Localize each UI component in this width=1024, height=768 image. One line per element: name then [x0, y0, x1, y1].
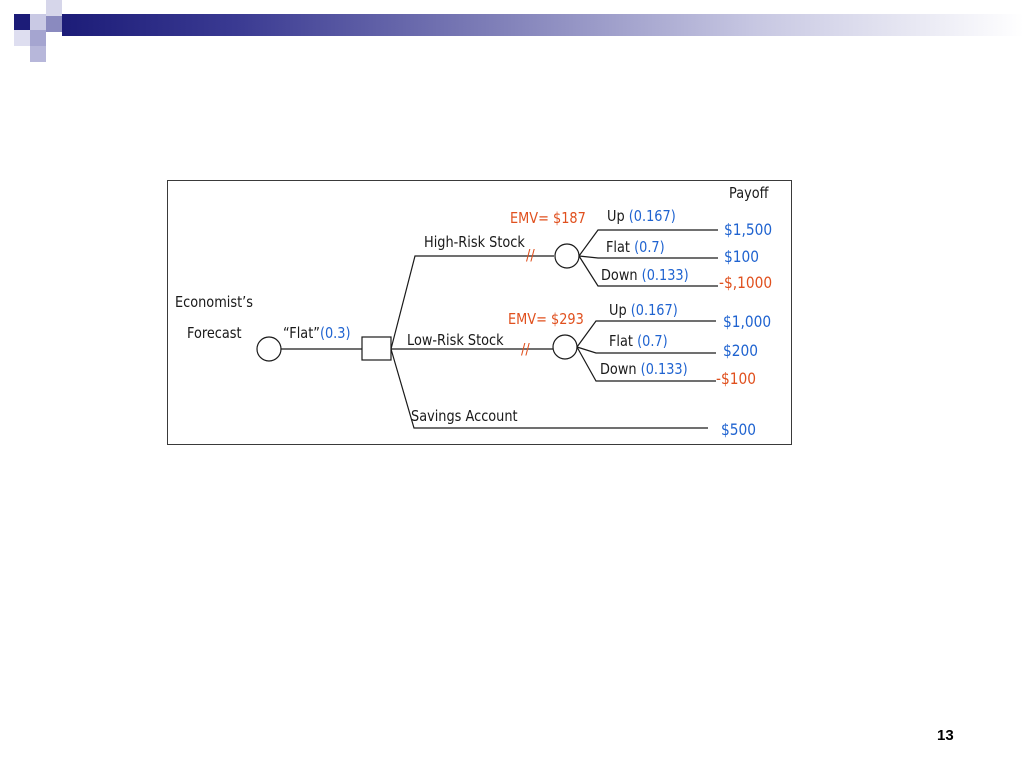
forecast-label: “Flat”: [283, 324, 320, 342]
low-risk-up-line: [576, 320, 716, 348]
low-risk-chance-node: [552, 334, 578, 360]
high-risk-down-line: [578, 255, 718, 287]
alt-high-risk-label: High-Risk Stock: [424, 233, 525, 251]
high-risk-payoff-flat: $100: [724, 247, 760, 266]
outcome-label: Flat: [609, 332, 633, 350]
forecast-branch-label: “Flat”(0.3): [283, 324, 351, 342]
decision-node: [361, 336, 392, 361]
high-risk-outcome-down: Down (0.133): [601, 266, 689, 284]
high-risk-payoff-down: -$,1000: [719, 273, 773, 292]
deco-square: [46, 0, 62, 16]
low-risk-pruned-mark: //: [521, 340, 530, 358]
high-risk-chance-node: [554, 243, 580, 269]
high-risk-payoff-up: $1,500: [724, 220, 773, 239]
forecast-chance-node: [256, 336, 282, 362]
high-risk-up-line: [578, 229, 718, 257]
outcome-label: Down: [601, 266, 638, 284]
forecast-probability: (0.3): [319, 324, 351, 342]
low-risk-down-line: [576, 346, 716, 382]
outcome-label: Up: [609, 301, 627, 319]
savings-payoff: $500: [721, 420, 757, 439]
high-risk-flat-line: [578, 255, 718, 259]
title-decoration: [0, 0, 1024, 64]
title-gradient-bar: [62, 14, 1024, 36]
low-risk-payoff-up: $1,000: [723, 312, 772, 331]
outcome-probability: (0.133): [641, 266, 689, 284]
alt-savings-label: Savings Account: [411, 407, 518, 425]
branch-high-risk: [390, 255, 554, 350]
outcome-probability: (0.7): [637, 332, 668, 350]
decision-tree-frame: [167, 180, 792, 445]
root-label-line1: Economist’s: [175, 293, 253, 311]
low-risk-payoff-flat: $200: [723, 341, 759, 360]
payoff-header: Payoff: [729, 184, 769, 202]
high-risk-outcome-up: Up (0.167): [607, 207, 676, 225]
outcome-label: Down: [600, 360, 637, 378]
low-risk-emv: EMV= $293: [508, 310, 584, 328]
deco-square: [30, 46, 46, 62]
deco-square: [30, 14, 46, 30]
outcome-probability: (0.7): [634, 238, 665, 256]
branch-savings: [390, 348, 708, 429]
high-risk-pruned-mark: //: [526, 246, 535, 264]
root-label-line2: Forecast: [187, 324, 242, 342]
low-risk-flat-line: [576, 346, 716, 354]
deco-square: [14, 14, 30, 30]
low-risk-payoff-down: -$100: [716, 369, 756, 388]
high-risk-emv: EMV= $187: [510, 209, 586, 227]
slide-number: 13: [937, 727, 954, 744]
low-risk-outcome-flat: Flat (0.7): [609, 332, 668, 350]
deco-square: [14, 30, 30, 46]
high-risk-outcome-flat: Flat (0.7): [606, 238, 665, 256]
outcome-probability: (0.167): [630, 301, 678, 319]
outcome-label: Up: [607, 207, 625, 225]
alt-low-risk-label: Low-Risk Stock: [407, 331, 504, 349]
outcome-probability: (0.133): [640, 360, 688, 378]
deco-square: [46, 16, 62, 32]
low-risk-outcome-down: Down (0.133): [600, 360, 688, 378]
low-risk-outcome-up: Up (0.167): [609, 301, 678, 319]
deco-square: [30, 30, 46, 46]
outcome-label: Flat: [606, 238, 630, 256]
outcome-probability: (0.167): [628, 207, 676, 225]
